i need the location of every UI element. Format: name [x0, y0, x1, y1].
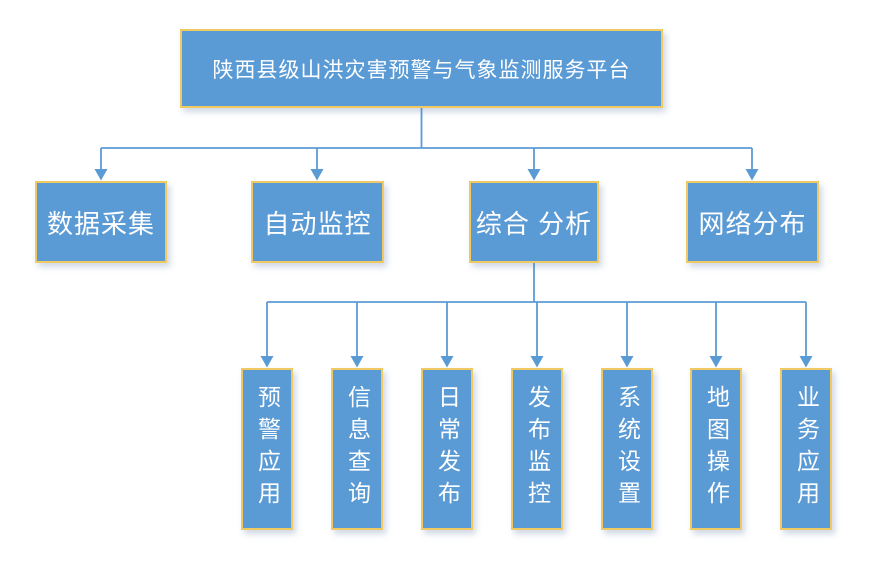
arrowheads-level2: [94, 169, 759, 181]
node-map-operations: 地图操作: [690, 368, 742, 530]
connector-root-to-level2: [100, 108, 753, 170]
node-network-distribution: 网络分布: [686, 181, 819, 263]
node-business-application: 业务应用: [780, 368, 832, 530]
node-warning-application: 预警应用: [241, 368, 293, 530]
node-info-query: 信息查询: [331, 368, 383, 530]
node-daily-release: 日常发布: [421, 368, 473, 530]
node-release-monitoring-label: 发布监控: [524, 385, 551, 513]
node-release-monitoring: 发布监控: [511, 368, 563, 530]
node-auto-monitoring-label: 自动监控: [263, 208, 372, 239]
node-network-distribution-label: 网络分布: [698, 208, 807, 239]
node-daily-release-label: 日常发布: [434, 385, 461, 513]
node-data-collection: 数据采集: [35, 181, 167, 263]
node-system-settings: 系统设置: [601, 368, 653, 530]
node-warning-application-label: 预警应用: [254, 385, 281, 513]
node-comprehensive-analysis: 综合 分析: [469, 181, 599, 263]
node-auto-monitoring: 自动监控: [251, 181, 384, 263]
node-data-collection-label: 数据采集: [46, 208, 155, 239]
node-map-operations-label: 地图操作: [703, 385, 730, 513]
node-platform-title: 陕西县级山洪灾害预警与气象监测服务平台: [180, 29, 663, 108]
node-platform-title-label: 陕西县级山洪灾害预警与气象监测服务平台: [212, 58, 631, 82]
node-comprehensive-analysis-label: 综合 分析: [475, 208, 593, 239]
connector-analysis-to-level3: [266, 263, 807, 357]
arrowheads-level3: [260, 356, 813, 368]
node-business-application-label: 业务应用: [793, 385, 820, 513]
node-system-settings-label: 系统设置: [614, 385, 641, 513]
node-info-query-label: 信息查询: [344, 385, 371, 513]
